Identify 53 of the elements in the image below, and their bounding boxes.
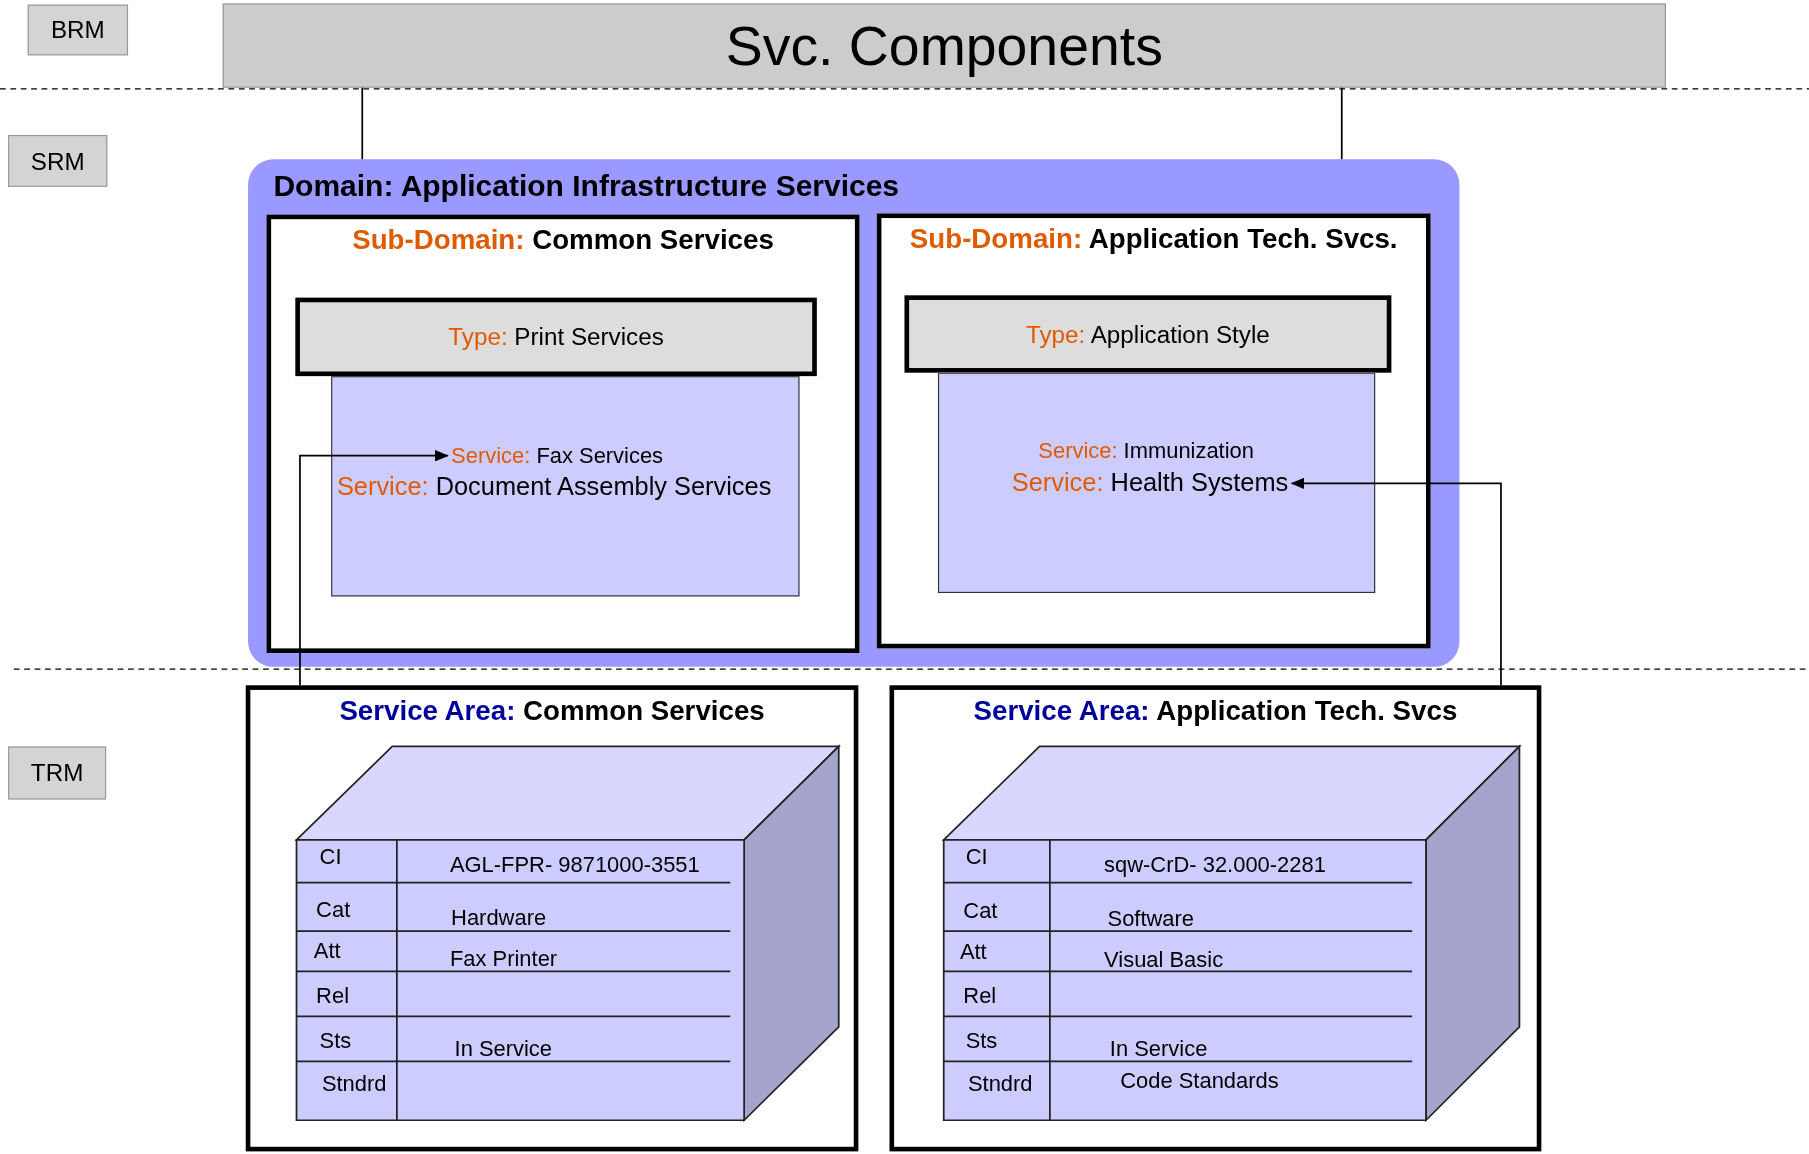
box-title: SRM xyxy=(30,147,85,175)
type-box xyxy=(295,297,817,377)
domain-panel xyxy=(248,159,1460,667)
layer-tag xyxy=(8,135,108,187)
table-cell-text: In Service xyxy=(1109,1036,1208,1062)
arrow xyxy=(1290,477,1502,687)
box-title: Service Area: Common Services xyxy=(339,694,765,727)
box-title: Svc. Components xyxy=(725,14,1163,78)
service-text: Service: Health Systems xyxy=(1011,468,1289,499)
table-cell-text: sqw-CrD- 32.000-2281 xyxy=(1104,852,1326,878)
table-cell-text: CI xyxy=(965,844,988,870)
table-cell-text: Software xyxy=(1107,906,1195,933)
box-title: Service Area: Application Tech. Svcs xyxy=(973,694,1458,727)
table-cell-text: Stndrd xyxy=(967,1071,1033,1098)
table-cell-text: Rel xyxy=(963,982,997,1009)
table-cell-text: Hardware xyxy=(451,905,547,932)
table-cell-text: Cat xyxy=(316,897,351,923)
box-title: TRM xyxy=(30,759,84,787)
table-cell-text: Sts xyxy=(965,1027,998,1054)
layer-tag xyxy=(8,746,107,800)
table-cell-text: Stndrd xyxy=(321,1071,387,1098)
arrow xyxy=(299,449,449,687)
table-cell-text: Visual Basic xyxy=(1104,947,1224,973)
service-area-box xyxy=(245,685,859,1152)
table-cell-text: CI xyxy=(319,844,342,870)
service-box xyxy=(937,372,1376,593)
connector-line xyxy=(1340,86,1343,161)
table-cell-text: Cat xyxy=(963,898,998,925)
subdomain-box xyxy=(876,213,1431,649)
service-box xyxy=(331,376,800,597)
box-title: Sub-Domain: Common Services xyxy=(352,223,774,257)
table-cell-text: Rel xyxy=(316,982,349,1009)
box-title: Sub-Domain: Application Tech. Svcs. xyxy=(909,222,1398,255)
table-cell-text: Att xyxy=(313,937,341,964)
service-text: Service: Document Assembly Services xyxy=(336,471,772,502)
table-cell-text: AGL-FPR- 9871000-3551 xyxy=(449,852,700,878)
subdomain-box xyxy=(266,214,860,653)
table-cell-text: Att xyxy=(959,939,987,965)
box-title: Domain: Application Infrastructure Services xyxy=(273,168,900,205)
box-title: Type: Print Services xyxy=(448,323,664,351)
box-title: Type: Application Style xyxy=(1026,320,1270,348)
connector-line xyxy=(361,86,364,161)
table-cell-text: Code Standards xyxy=(1120,1068,1279,1094)
table-cell-text: Fax Printer xyxy=(449,946,558,972)
layer-tag xyxy=(27,4,129,56)
component-banner xyxy=(222,3,1666,88)
service-area-box xyxy=(889,685,1542,1152)
service-text: Service: Immunization xyxy=(1038,438,1254,464)
table-cell-text: In Service xyxy=(454,1036,553,1062)
type-box xyxy=(904,295,1392,373)
box-title: BRM xyxy=(50,16,105,44)
table-cell-text: Sts xyxy=(319,1027,352,1054)
service-text: Service: Fax Services xyxy=(451,443,664,469)
